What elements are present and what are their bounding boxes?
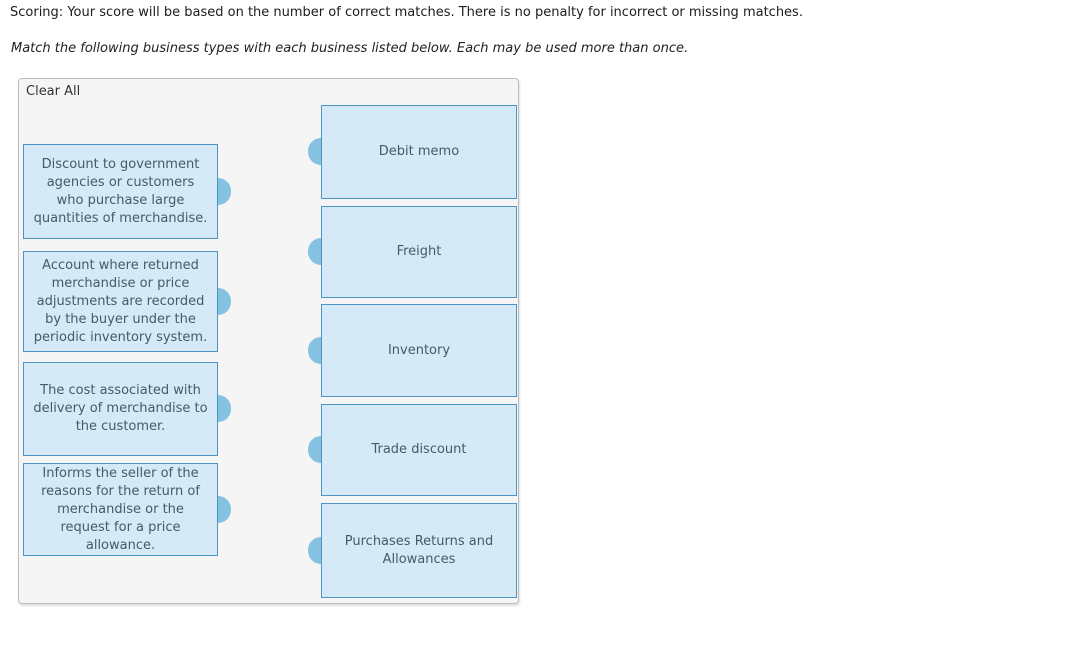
prompt-connector-handle-2-icon[interactable] xyxy=(218,288,231,315)
answer-connector-handle-3-icon[interactable] xyxy=(308,337,321,364)
prompt-connector-handle-4-icon[interactable] xyxy=(218,496,231,523)
prompt-card-debit-memo[interactable]: Informs the seller of the reasons for th… xyxy=(23,463,218,556)
scoring-text: Scoring: Your score will be based on the… xyxy=(10,5,803,20)
prompt-connector-handle-1-icon[interactable] xyxy=(218,178,231,205)
answer-connector-handle-2-icon[interactable] xyxy=(308,238,321,265)
prompt-connector-handle-3-icon[interactable] xyxy=(218,395,231,422)
answer-card-trade-discount[interactable]: Trade discount xyxy=(321,404,517,496)
answer-card-freight[interactable]: Freight xyxy=(321,206,517,298)
answer-card-inventory[interactable]: Inventory xyxy=(321,304,517,397)
answer-connector-handle-5-icon[interactable] xyxy=(308,537,321,564)
matching-panel: Clear All Discount to government agencie… xyxy=(18,78,519,604)
prompt-card-trade-discount[interactable]: Discount to government agencies or custo… xyxy=(23,144,218,239)
prompt-card-freight[interactable]: The cost associated with delivery of mer… xyxy=(23,362,218,456)
answer-card-debit-memo[interactable]: Debit memo xyxy=(321,105,517,199)
prompt-card-purchases-returns[interactable]: Account where returned merchandise or pr… xyxy=(23,251,218,352)
answer-connector-handle-4-icon[interactable] xyxy=(308,436,321,463)
clear-all-button[interactable]: Clear All xyxy=(26,84,81,99)
instructions-text: Match the following business types with … xyxy=(11,41,689,56)
answer-connector-handle-1-icon[interactable] xyxy=(308,138,321,165)
answer-card-purchases-returns-allowances[interactable]: Purchases Returns and Allowances xyxy=(321,503,517,598)
